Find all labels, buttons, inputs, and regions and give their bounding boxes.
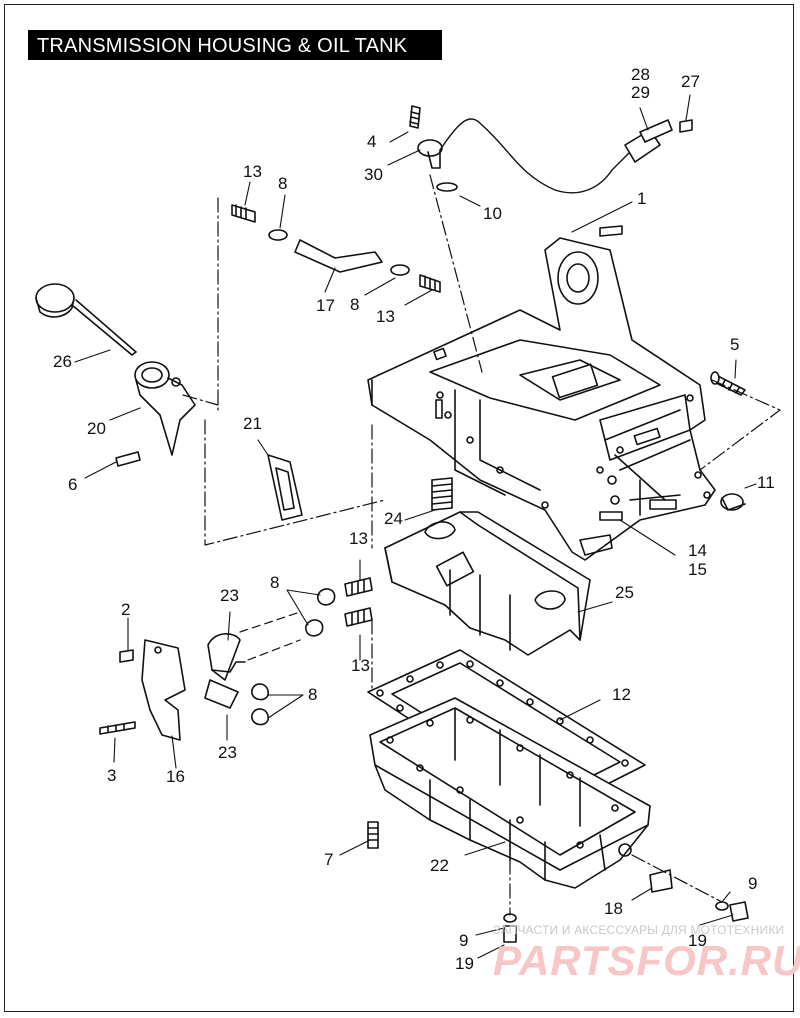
- small-bolts: [115, 451, 379, 849]
- oil-tank-cover: [384, 511, 591, 656]
- callout-29: 29: [631, 83, 650, 102]
- filler-neck: [134, 361, 196, 456]
- callout-28: 28: [631, 65, 650, 84]
- callout-25: 25: [615, 583, 634, 602]
- callout-10: 10: [483, 204, 502, 223]
- callout-16: 16: [166, 767, 185, 786]
- lower-hose-assembly: [204, 577, 373, 726]
- valve-spring: [431, 477, 453, 511]
- callout-8-upper: 8: [278, 174, 288, 193]
- oil-pressure-sender: [409, 105, 693, 237]
- callout-3: 3: [107, 766, 117, 785]
- callout-4: 4: [367, 132, 377, 151]
- dipstick: [35, 283, 137, 356]
- callout-8-middle: 8: [350, 295, 360, 314]
- callout-12: 12: [612, 685, 631, 704]
- callout-22: 22: [430, 856, 449, 875]
- callout-15: 15: [688, 560, 707, 579]
- callout-13-upper: 13: [243, 162, 262, 181]
- oil-pan: [369, 697, 651, 889]
- callout-13-lower: 13: [349, 529, 368, 548]
- callout-8-lower-right: 8: [308, 685, 318, 704]
- callout-5: 5: [730, 335, 740, 354]
- callout-9-right: 9: [748, 874, 758, 893]
- transmission-housing: [367, 237, 716, 561]
- callout-18: 18: [604, 899, 623, 918]
- hose-bracket: [99, 639, 186, 741]
- callout-24: 24: [384, 509, 403, 528]
- callout-21: 21: [243, 414, 262, 433]
- callout-30: 30: [364, 165, 383, 184]
- callout-19-right: 19: [688, 931, 707, 950]
- callout-20: 20: [87, 419, 106, 438]
- callout-8-lower-left: 8: [270, 573, 280, 592]
- filler-gasket: [267, 454, 303, 521]
- callout-13-middle: 13: [376, 307, 395, 326]
- callout-7: 7: [324, 850, 334, 869]
- callout-14: 14: [688, 541, 707, 560]
- callout-9-bottom: 9: [459, 931, 469, 950]
- watermark-logo: PARTSFOR.RU: [493, 937, 800, 984]
- callout-1: 1: [637, 189, 647, 208]
- callout-11: 11: [757, 473, 775, 492]
- upper-hose-assembly: [231, 204, 441, 293]
- callout-17: 17: [316, 296, 335, 315]
- callout-2: 2: [121, 600, 131, 619]
- callout-19-bottom: 19: [455, 954, 474, 973]
- callout-13-bottom: 13: [351, 656, 370, 675]
- callout-26: 26: [53, 352, 72, 371]
- callout-23-lower: 23: [218, 743, 237, 762]
- drain-hardware: [503, 869, 749, 943]
- callout-27: 27: [681, 72, 700, 91]
- callout-23-upper: 23: [220, 586, 239, 605]
- callout-6: 6: [68, 475, 78, 494]
- diagram-title: TRANSMISSION HOUSING & OIL TANK: [28, 30, 442, 60]
- watermark-tagline: ЗАПЧАСТИ И АКСЕССУАРЫ ДЛЯ МОТОТЕХНИКИ: [493, 923, 785, 937]
- diagram-frame: [4, 4, 794, 1012]
